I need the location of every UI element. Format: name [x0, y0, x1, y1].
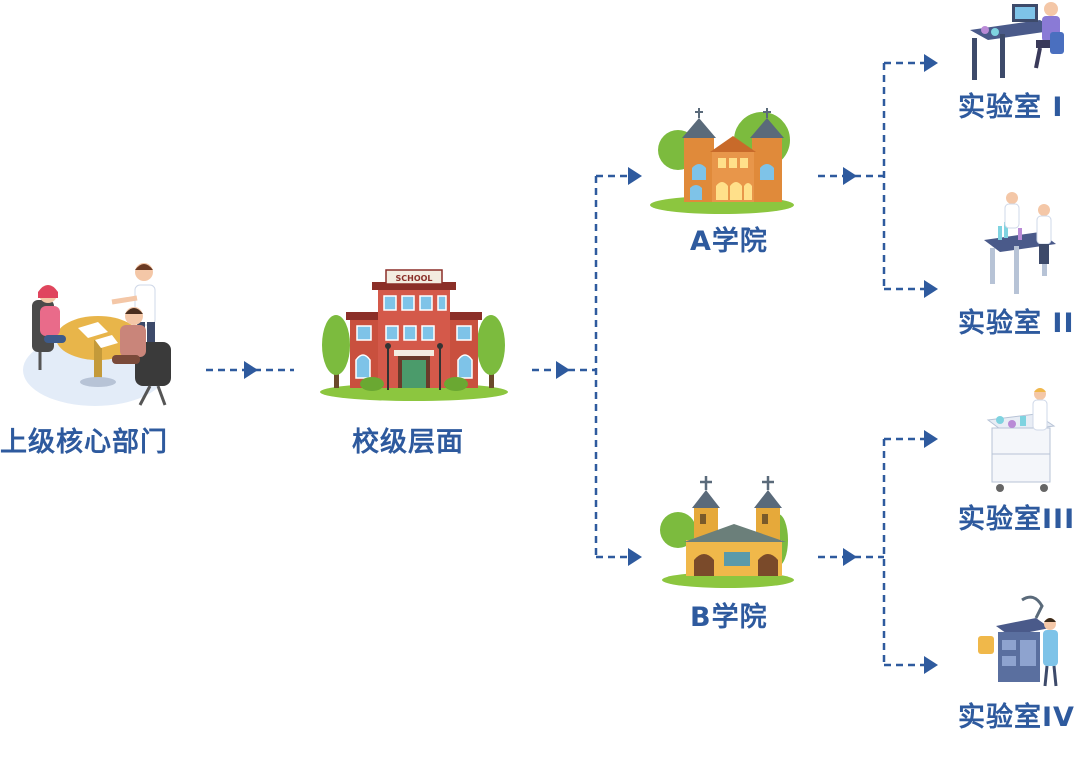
- meeting-illustration: [23, 263, 171, 406]
- arrowhead-lab-2: [924, 280, 938, 298]
- node-label-college-b: B学院: [690, 602, 768, 633]
- arrowhead-school: [556, 361, 570, 379]
- lab-3-illustration: [986, 388, 1056, 492]
- lab-2-illustration: [984, 192, 1056, 294]
- arrowhead-lab-4: [924, 656, 938, 674]
- school-building-illustration: [320, 269, 508, 401]
- node-label-school: 校级层面: [352, 427, 464, 458]
- connector-school-to-colleges: [532, 174, 636, 559]
- connector-college-b-to-labs: [818, 437, 930, 667]
- node-label-lab-1: 实验室 I: [958, 92, 1064, 123]
- arrowhead-lab-1: [924, 54, 938, 72]
- arrowhead-leader-school: [244, 361, 258, 379]
- arrowhead-college-b: [628, 548, 642, 566]
- node-label-leader: 上级核心部门: [0, 427, 168, 458]
- node-label-lab-3: 实验室III: [958, 504, 1076, 535]
- arrowhead-a-mid: [843, 167, 857, 185]
- school-sign-text: SCHOOL: [395, 274, 432, 283]
- node-label-college-a: A学院: [690, 226, 768, 257]
- arrowhead-b-mid: [843, 548, 857, 566]
- college-a-building-illustration: [650, 108, 794, 214]
- college-b-building-illustration: [660, 476, 794, 588]
- node-label-lab-4: 实验室IV: [958, 702, 1075, 733]
- connector-college-a-to-labs: [818, 61, 930, 291]
- node-label-lab-2: 实验室 II: [958, 308, 1075, 339]
- lab-1-illustration: [970, 2, 1064, 80]
- arrowhead-college-a: [628, 167, 642, 185]
- arrowhead-lab-3: [924, 430, 938, 448]
- lab-4-illustration: [978, 595, 1058, 687]
